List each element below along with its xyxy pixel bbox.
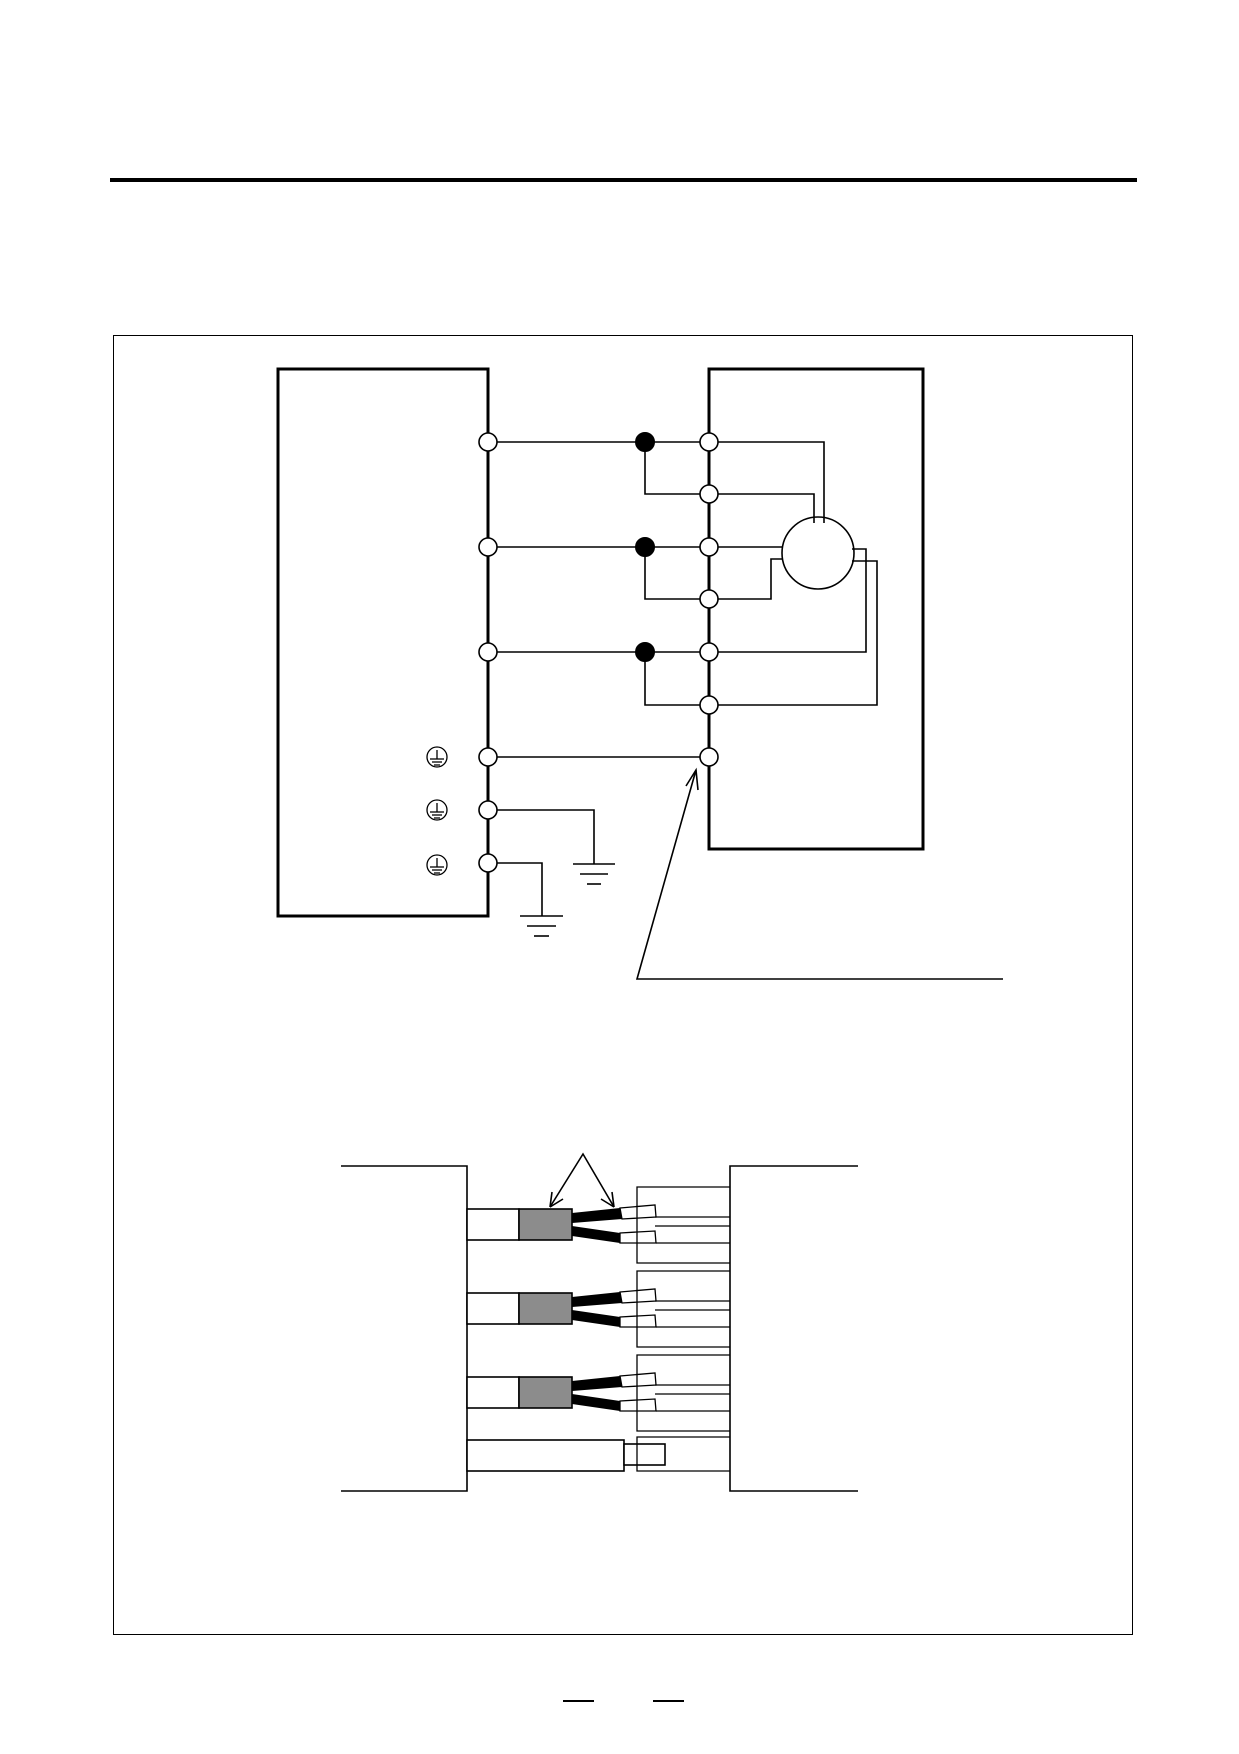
motor-wiring — [709, 441, 878, 706]
terminal-block — [636, 1186, 730, 1264]
left-panel — [341, 1165, 468, 1492]
terminal-block — [636, 1270, 730, 1348]
terminal-box — [707, 367, 925, 851]
shielded-cable — [466, 1372, 657, 1412]
junction-branches — [644, 442, 707, 706]
header-rule — [110, 178, 1137, 182]
shielded-cable — [466, 1204, 657, 1244]
page-number-dash-left — [563, 1700, 594, 1702]
protective-earth-icon — [426, 799, 448, 821]
callout-leader — [635, 767, 1003, 980]
cable-callout-arrows — [549, 1152, 615, 1208]
right-panel — [729, 1165, 858, 1492]
protective-earth-icon — [426, 746, 448, 768]
page-number-dash-right — [653, 1700, 684, 1702]
motor-symbol — [781, 516, 855, 590]
wiring-diagram — [276, 367, 1003, 980]
cable-detail — [341, 1152, 858, 1492]
protective-earth-icon — [426, 854, 448, 876]
power-lines — [488, 441, 707, 758]
drive-unit-box — [276, 367, 490, 918]
terminal-box-terminals — [699, 432, 719, 767]
figure-frame — [113, 335, 1133, 1635]
junction-dots — [635, 432, 655, 662]
terminal-block — [636, 1436, 730, 1472]
shielded-cable — [466, 1288, 657, 1328]
ground-connections — [497, 809, 615, 937]
ground-cable — [466, 1439, 666, 1472]
terminal-block — [636, 1354, 730, 1432]
page-number-area — [560, 1700, 690, 1704]
